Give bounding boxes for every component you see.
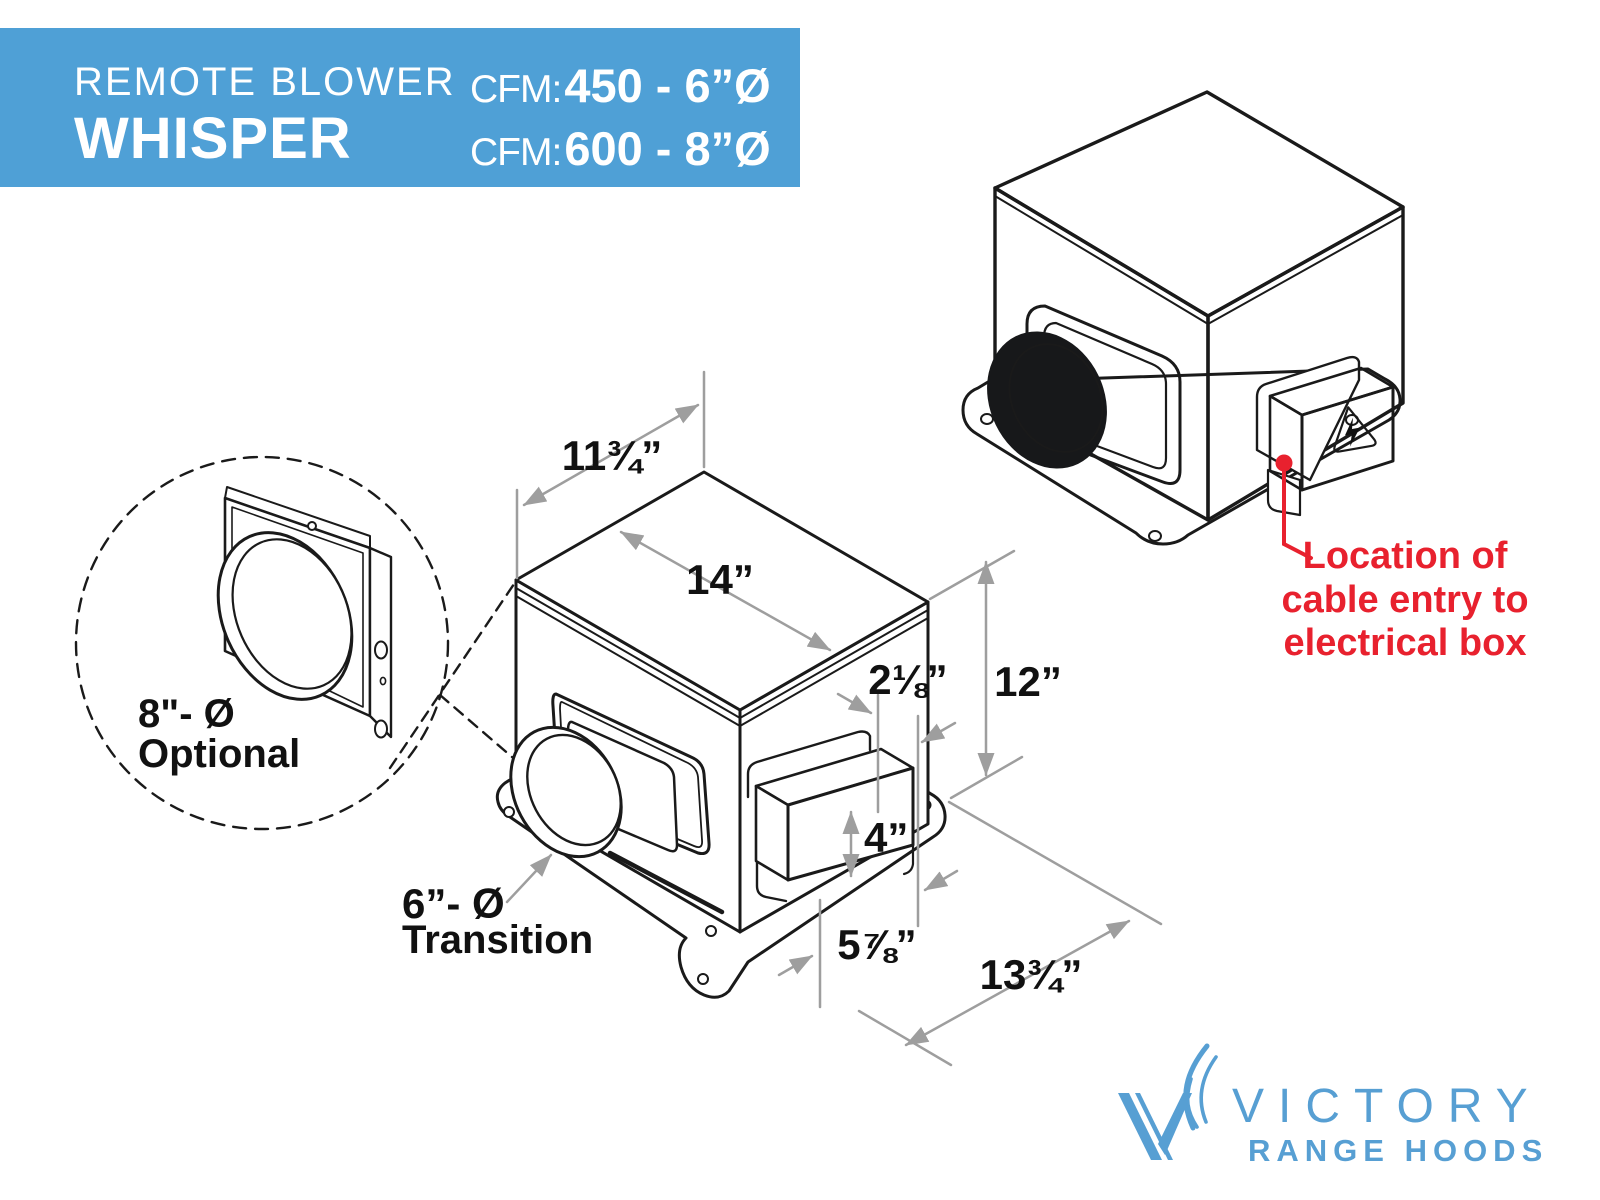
annotation-line: cable entry to: [1281, 579, 1528, 621]
cfm-label: CFM:: [470, 68, 562, 111]
cfm-value: 450 - 6”Ø: [564, 59, 771, 112]
extension-line: [947, 800, 1163, 926]
ebox-bracket: [1255, 355, 1361, 482]
duct-collar-3d: [987, 331, 1107, 469]
strip-hole-small: [379, 676, 387, 686]
cfm-spec-row: CFM: 450 - 6”Ø: [470, 58, 771, 112]
dimension-lines: [505, 370, 1163, 1067]
collar-8in-inner: [231, 538, 353, 690]
annotation-line: Location of: [1303, 535, 1508, 577]
transition-plate-8in: [216, 486, 393, 739]
dim-ebox-width: 5⅞”: [837, 921, 916, 968]
dim-line-14: [619, 530, 832, 652]
title-banner: REMOTE BLOWER WHISPER CFM: 450 - 6”Ø CFM…: [0, 28, 800, 187]
annotation-line: electrical box: [1284, 622, 1527, 664]
box-top-face: [993, 90, 1405, 318]
logo-brand-text: VICTORY: [1232, 1080, 1542, 1133]
detail-leader: [388, 582, 516, 770]
cfm-value: 600 - 8”Ø: [564, 122, 771, 175]
transition-label-line1: 6”- Ø: [402, 880, 505, 927]
duct-opening-3d: [1008, 343, 1104, 453]
detail-circle-outline: [74, 455, 450, 831]
flange-hole: [1148, 530, 1162, 542]
dim-top-width: 11¾”: [562, 432, 662, 479]
strip-hole: [374, 640, 388, 660]
flange-hole: [697, 973, 709, 985]
dim-ebox-height: 4”: [864, 814, 908, 861]
transition-label-line2: Transition: [402, 918, 593, 962]
recessed-panel-inner: [1042, 321, 1168, 470]
cfm-spec-row: CFM: 600 - 8”Ø: [470, 121, 771, 175]
dim-arrow-5-7-8: [923, 869, 959, 892]
transition-collar-inner: [526, 733, 622, 847]
ebox-front-face: [1300, 385, 1395, 492]
ebox-bracket-foot: [755, 860, 788, 903]
product-name: WHISPER: [74, 106, 352, 171]
cable-entry-leader-line: [1282, 461, 1313, 560]
cable-entry-annotation: Location of cable entry to electrical bo…: [1281, 535, 1528, 664]
extension-line: [928, 549, 1016, 601]
sheet-metal-lip: [994, 195, 1404, 325]
flame-icon: [1183, 1043, 1218, 1131]
ebox-bracket-foot: [902, 843, 915, 876]
flange-hole: [503, 806, 515, 818]
dim-top-depth: 14”: [686, 556, 754, 603]
product-title-block: REMOTE BLOWER WHISPER: [74, 60, 456, 170]
blower-line-drawing: 11¾” 14” 2⅛” 12” 4” 5⅞” 13¾” 6”- Ø Trans…: [402, 370, 1163, 1067]
recessed-panel: [1025, 304, 1182, 485]
dim-line-11-3-4: [522, 403, 700, 507]
cfm-specs: CFM: 450 - 6”Ø CFM: 600 - 8”Ø: [470, 58, 771, 184]
dim-base-depth: 13¾”: [980, 951, 1083, 998]
optional-label-line1: 8"- Ø: [138, 692, 235, 736]
high-voltage-warning-icon: [1333, 406, 1377, 453]
dim-ebox-offset: 2⅛”: [868, 656, 947, 703]
dim-arrow-5-7-8: [777, 954, 814, 977]
plate-hole: [307, 521, 317, 531]
sheet-metal-lip: [515, 595, 929, 727]
sheet-metal-lip: [515, 587, 929, 719]
recessed-panel-inner-line: [559, 701, 703, 849]
extension-line: [857, 1009, 953, 1067]
cfm-label: CFM:: [470, 131, 562, 174]
dim-line-13-3-4: [904, 919, 1131, 1047]
dim-arrow-2-1-8: [836, 692, 873, 715]
victory-v-icon: [1118, 1093, 1192, 1160]
blower-3d-illustration: [961, 90, 1405, 560]
panel-crease-line: [607, 850, 725, 915]
dim-arrow-2-1-8: [920, 721, 957, 744]
flange-hole: [705, 925, 717, 937]
extension-line: [949, 755, 1024, 800]
optional-label-line2: Optional: [138, 732, 300, 776]
dim-body-height: 12”: [994, 658, 1062, 705]
detail-circle-8in: 8"- Ø Optional: [74, 455, 516, 831]
strip-hole: [374, 719, 388, 739]
detail-leader: [438, 693, 514, 759]
victory-logo: VICTORY RANGE HOODS: [1118, 1043, 1548, 1168]
logo-tagline-text: RANGE HOODS: [1248, 1133, 1548, 1168]
product-line: REMOTE BLOWER: [74, 60, 456, 104]
flange-hole: [980, 413, 994, 425]
transition-arrow: [505, 853, 553, 904]
